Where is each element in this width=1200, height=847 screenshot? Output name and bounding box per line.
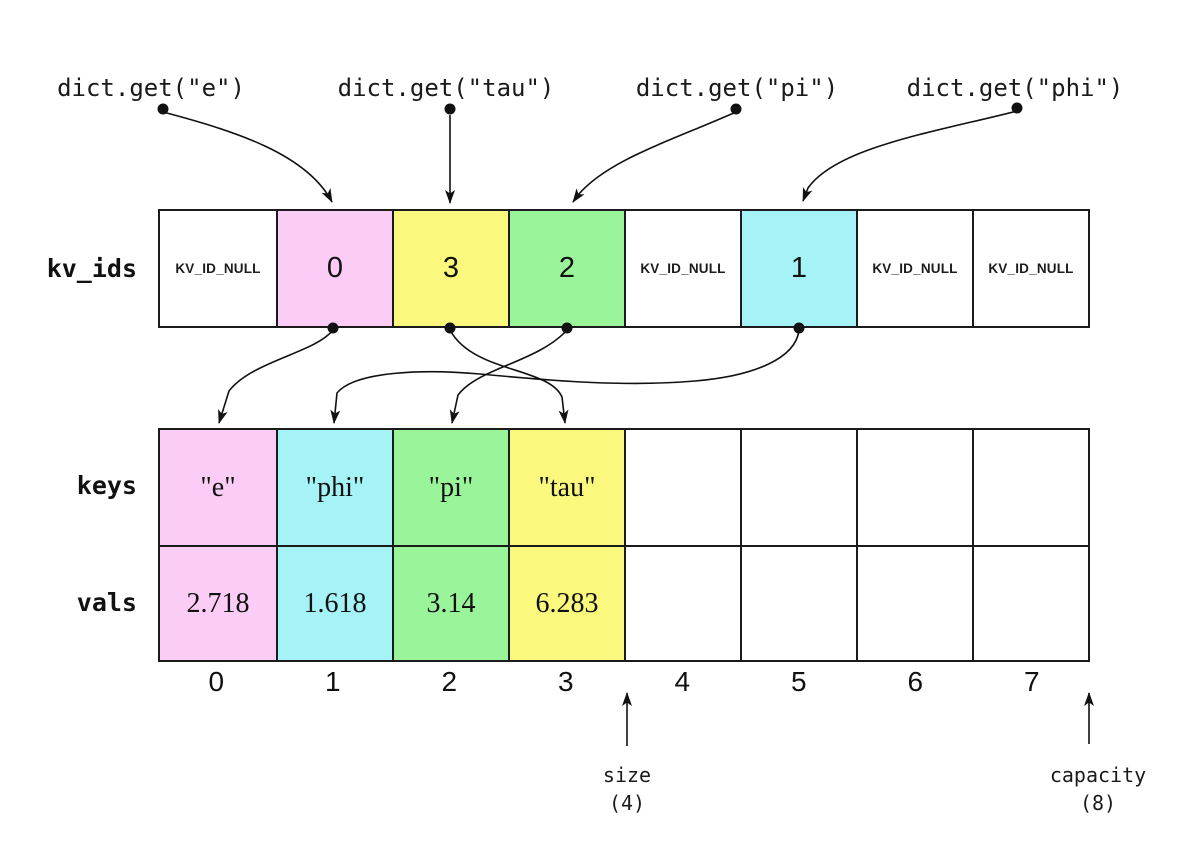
index-label-0: 0 (208, 666, 225, 697)
keys-cell-0: "e" (160, 430, 276, 545)
keys-cell-6 (856, 430, 972, 545)
arrow-get-phi-to-slot5 (802, 110, 1018, 202)
kv-id-value: 1 (790, 252, 808, 284)
vals-cell-0: 2.718 (160, 545, 276, 660)
kv-id-value: 0 (326, 252, 344, 284)
call-e-dot (157, 103, 169, 115)
kv-ids-cell-1: 0 (276, 211, 392, 326)
kv-ids-cell-3: 2 (508, 211, 624, 326)
arrow-get-e-to-slot1 (162, 111, 333, 203)
kv-ids-row-label: kv_ids (46, 253, 137, 283)
index-label-4: 4 (674, 666, 691, 697)
keys-cell-5 (740, 430, 856, 545)
kv-ids-cell-7: KV_ID_NULL (972, 211, 1088, 326)
index-labels: 0 1 2 3 4 5 6 7 (158, 666, 1090, 698)
capacity-label: capacity (1049, 763, 1147, 787)
keys-cell-3: "tau" (508, 430, 624, 545)
kv-ids-cell-4: KV_ID_NULL (624, 211, 740, 326)
kv-id-value: 3 (442, 252, 460, 284)
call-pi-dot (730, 103, 742, 115)
vals-cell-3: 6.283 (508, 545, 624, 660)
kv-ids-cell-6: KV_ID_NULL (856, 211, 972, 326)
val-literal: 2.718 (186, 587, 250, 619)
index-label-1: 1 (324, 666, 341, 697)
vals-cell-7 (972, 545, 1088, 660)
call-label-get-phi: dict.get("phi") (906, 74, 1124, 102)
size-value: (4) (608, 791, 646, 815)
kv-id-null-text: KV_ID_NULL (640, 261, 726, 276)
keys-cell-7 (972, 430, 1088, 545)
vals-cell-4 (624, 545, 740, 660)
kv-id-null-text: KV_ID_NULL (872, 261, 958, 276)
call-phi-dot (1011, 102, 1023, 114)
kv-ids-cell-0: KV_ID_NULL (160, 211, 276, 326)
keys-cell-4 (624, 430, 740, 545)
kv-ids-cell-2: 3 (392, 211, 508, 326)
index-label-5: 5 (790, 666, 807, 697)
arrow-slot1-to-entry0 (218, 329, 334, 424)
vals-row-label: vals (76, 587, 137, 617)
call-label-get-tau: dict.get("tau") (337, 74, 555, 102)
arrow-get-pi-to-slot3 (572, 111, 737, 203)
size-label: size (602, 763, 652, 787)
call-label-get-pi: dict.get("pi") (635, 74, 839, 102)
val-literal: 1.618 (303, 587, 367, 619)
keys-cell-1: "phi" (276, 430, 392, 545)
key-literal: "tau" (538, 471, 596, 503)
kv-id-null-text: KV_ID_NULL (988, 261, 1074, 276)
kv-ids-array: KV_ID_NULL 0 3 2 KV_ID_NULL 1 KV_ID_NULL… (158, 209, 1090, 328)
vals-cell-2: 3.14 (392, 545, 508, 660)
kv-id-value: 2 (558, 252, 576, 284)
kv-id-null-text: KV_ID_NULL (175, 261, 261, 276)
key-literal: "pi" (428, 471, 474, 503)
arrow-slot2-to-entry3 (449, 329, 569, 424)
call-tau-dot (444, 103, 456, 115)
call-label-get-e: dict.get("e") (57, 74, 245, 102)
index-label-2: 2 (441, 666, 458, 697)
capacity-value: (8) (1079, 791, 1117, 815)
key-literal: "e" (200, 471, 236, 503)
index-label-6: 6 (907, 666, 924, 697)
arrow-slot3-to-entry2 (449, 329, 568, 424)
val-literal: 6.283 (535, 587, 599, 619)
index-label-3: 3 (557, 666, 574, 697)
arrow-slot5-to-entry1 (330, 329, 800, 424)
keys-cell-2: "pi" (392, 430, 508, 545)
index-label-7: 7 (1023, 666, 1040, 697)
keys-row-label: keys (76, 471, 137, 500)
val-literal: 3.14 (426, 587, 476, 619)
kv-ids-cell-5: 1 (740, 211, 856, 326)
vals-cell-1: 1.618 (276, 545, 392, 660)
vals-cell-6 (856, 545, 972, 660)
key-literal: "phi" (305, 471, 365, 503)
vals-cell-5 (740, 545, 856, 660)
keys-vals-array: "e" "phi" "pi" "tau" 2.718 1.618 3.14 6.… (158, 428, 1090, 662)
